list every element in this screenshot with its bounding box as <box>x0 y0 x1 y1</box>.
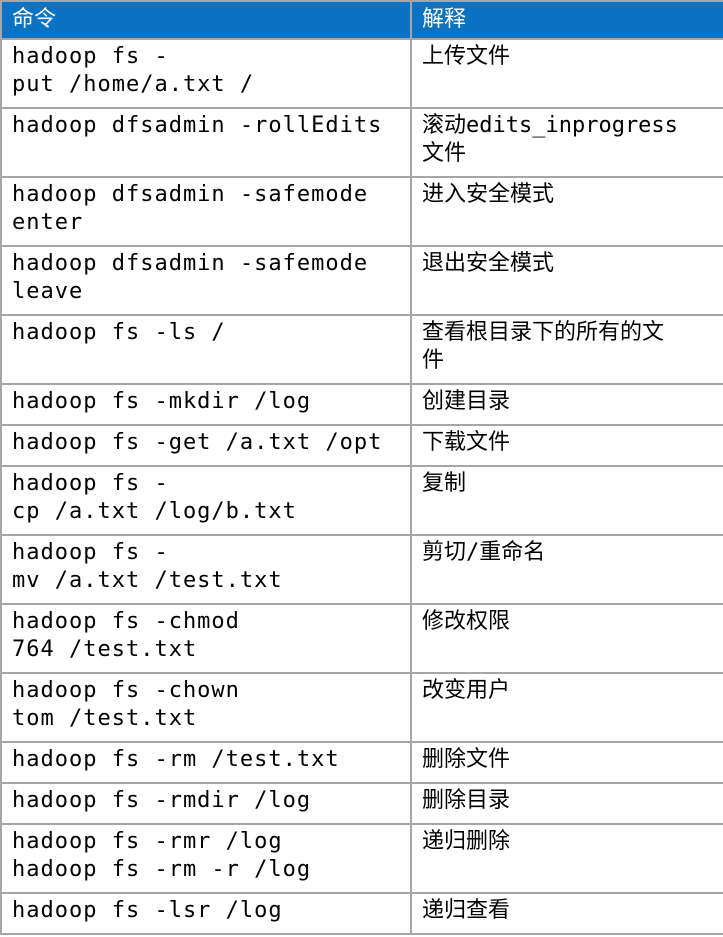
explanation-cell: 剪切/重命名 <box>410 534 723 605</box>
table-row: hadoop fs -get /a.txt /opt 下载文件 <box>0 424 723 467</box>
column-header-command: 命令 <box>0 0 412 40</box>
table-row: hadoop dfsadmin -safemode enter 进入安全模式 <box>0 176 723 247</box>
table-row: hadoop fs - mv /a.txt /test.txt 剪切/重命名 <box>0 534 723 605</box>
explanation-cell: 递归查看 <box>410 892 723 935</box>
explanation-cell: 滚动edits_inprogress 文件 <box>410 107 723 178</box>
table-row: hadoop fs -rm /test.txt 删除文件 <box>0 741 723 784</box>
table-row: hadoop fs -rmr /log hadoop fs -rm -r /lo… <box>0 823 723 894</box>
command-cell: hadoop fs -chown tom /test.txt <box>0 672 412 743</box>
explanation-cell: 修改权限 <box>410 603 723 674</box>
table-row: hadoop fs -chown tom /test.txt 改变用户 <box>0 672 723 743</box>
command-cell: hadoop fs - put /home/a.txt / <box>0 38 412 109</box>
explanation-cell: 下载文件 <box>410 424 723 467</box>
command-cell: hadoop fs -rm /test.txt <box>0 741 412 784</box>
table-body: hadoop fs - put /home/a.txt / 上传文件 hadoo… <box>0 38 723 935</box>
table-row: hadoop fs - put /home/a.txt / 上传文件 <box>0 38 723 109</box>
table-header: 命令 解释 <box>0 0 723 40</box>
command-cell: hadoop fs -ls / <box>0 314 412 385</box>
table-row: hadoop fs -rmdir /log 删除目录 <box>0 782 723 825</box>
command-cell: hadoop dfsadmin -safemode leave <box>0 245 412 316</box>
table-row: hadoop fs -ls / 查看根目录下的所有的文 件 <box>0 314 723 385</box>
explanation-cell: 递归删除 <box>410 823 723 894</box>
command-cell: hadoop fs -mkdir /log <box>0 383 412 426</box>
table-row: hadoop dfsadmin -rollEdits 滚动edits_inpro… <box>0 107 723 178</box>
explanation-cell: 删除文件 <box>410 741 723 784</box>
explanation-cell: 改变用户 <box>410 672 723 743</box>
explanation-cell: 进入安全模式 <box>410 176 723 247</box>
command-cell: hadoop dfsadmin -safemode enter <box>0 176 412 247</box>
command-cell: hadoop fs -rmdir /log <box>0 782 412 825</box>
command-cell: hadoop fs -chmod 764 /test.txt <box>0 603 412 674</box>
table-row: hadoop dfsadmin -safemode leave 退出安全模式 <box>0 245 723 316</box>
explanation-cell: 删除目录 <box>410 782 723 825</box>
header-row: 命令 解释 <box>0 0 723 40</box>
explanation-cell: 复制 <box>410 465 723 536</box>
command-cell: hadoop dfsadmin -rollEdits <box>0 107 412 178</box>
explanation-cell: 创建目录 <box>410 383 723 426</box>
command-cell: hadoop fs - cp /a.txt /log/b.txt <box>0 465 412 536</box>
explanation-cell: 查看根目录下的所有的文 件 <box>410 314 723 385</box>
column-header-explanation: 解释 <box>410 0 723 40</box>
table-row: hadoop fs -chmod 764 /test.txt 修改权限 <box>0 603 723 674</box>
table-row: hadoop fs -lsr /log 递归查看 <box>0 892 723 935</box>
table-row: hadoop fs -mkdir /log 创建目录 <box>0 383 723 426</box>
command-cell: hadoop fs - mv /a.txt /test.txt <box>0 534 412 605</box>
explanation-cell: 退出安全模式 <box>410 245 723 316</box>
explanation-cell: 上传文件 <box>410 38 723 109</box>
command-cell: hadoop fs -rmr /log hadoop fs -rm -r /lo… <box>0 823 412 894</box>
table-row: hadoop fs - cp /a.txt /log/b.txt 复制 <box>0 465 723 536</box>
command-cell: hadoop fs -lsr /log <box>0 892 412 935</box>
command-cell: hadoop fs -get /a.txt /opt <box>0 424 412 467</box>
